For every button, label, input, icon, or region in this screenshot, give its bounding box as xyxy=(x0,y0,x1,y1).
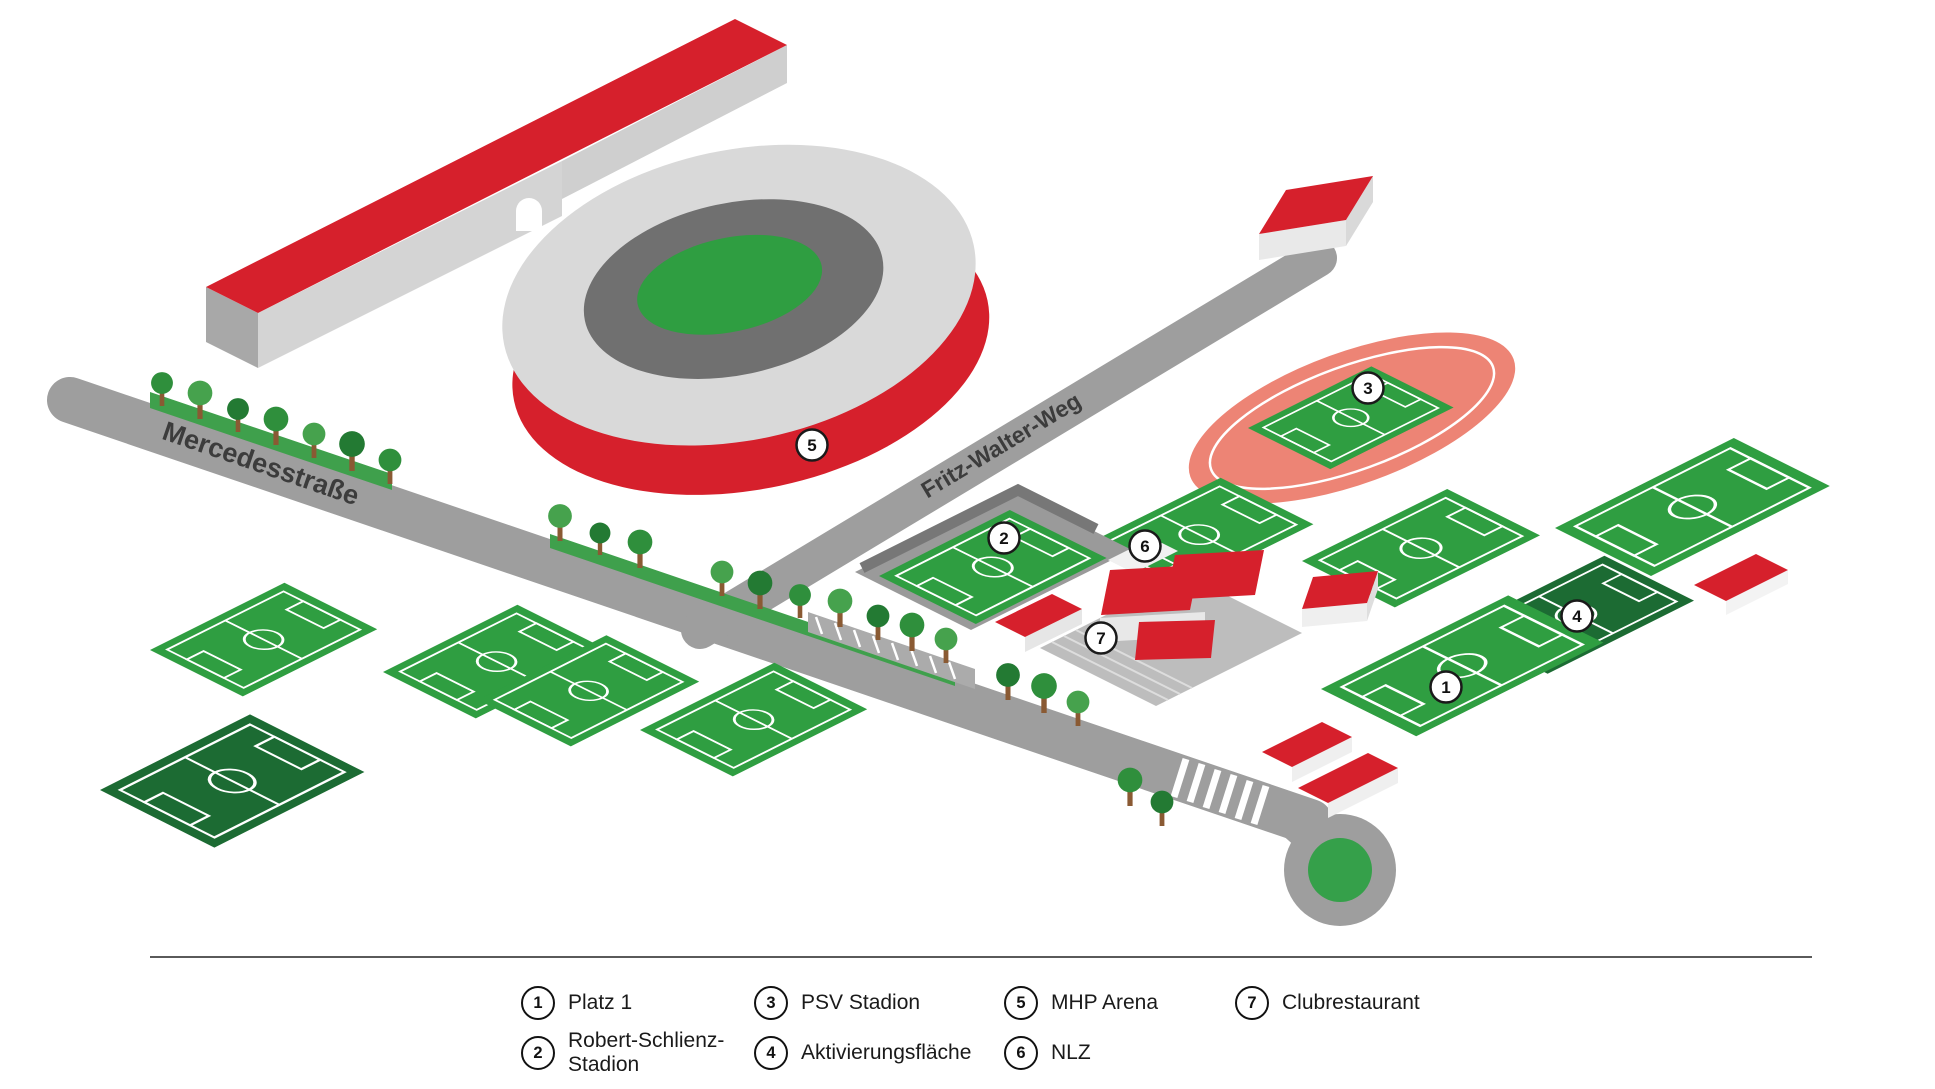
svg-text:3: 3 xyxy=(1363,379,1372,398)
legend-divider xyxy=(150,956,1812,958)
long-building-roof xyxy=(206,19,787,313)
legend-item-clubrestaurant: 7 Clubrestaurant xyxy=(1235,986,1420,1020)
legend-item-psv-stadion: 3 PSV Stadion xyxy=(754,986,920,1020)
legend-badge-4: 4 xyxy=(754,1036,788,1070)
arena-pitch xyxy=(637,234,823,335)
legend-label-7: Clubrestaurant xyxy=(1282,990,1420,1014)
svg-text:4: 4 xyxy=(1572,607,1582,626)
stand-roof xyxy=(859,483,1099,573)
small-building-north xyxy=(1259,176,1373,260)
svg-text:5: 5 xyxy=(807,436,816,455)
archway xyxy=(516,198,542,231)
legend-label-5: MHP Arena xyxy=(1051,990,1158,1014)
map-marker-6: 6 xyxy=(1128,529,1162,563)
small-building-wall xyxy=(1346,176,1373,246)
legend-label-2: Robert-Schlienz-Stadion xyxy=(568,1029,725,1077)
legend-label-4: Aktivierungsfläche xyxy=(801,1040,972,1064)
grass-verge xyxy=(150,392,392,490)
small-building-roof xyxy=(1259,176,1373,234)
building-wall xyxy=(1328,768,1398,818)
building-wall xyxy=(1292,737,1352,782)
road-network xyxy=(47,239,1396,926)
svg-text:7: 7 xyxy=(1096,629,1105,648)
building-roof xyxy=(1298,753,1398,803)
parking-strip xyxy=(808,612,975,689)
building-roof xyxy=(1302,571,1378,609)
legend-item-aktivierungsflaeche: 4 Aktivierungsfläche xyxy=(754,1036,971,1070)
building-roof xyxy=(1262,722,1352,767)
legend-badge-1: 1 xyxy=(521,986,555,1020)
legend-label-6: NLZ xyxy=(1051,1040,1091,1064)
map-marker-3: 3 xyxy=(1351,371,1385,405)
long-building-wall xyxy=(562,45,787,199)
parking-stripes xyxy=(814,616,957,680)
small-building-wall xyxy=(1259,220,1346,260)
long-building-base-wall xyxy=(258,161,562,368)
legend-badge-5: 5 xyxy=(1004,986,1038,1020)
legend-badge-3: 3 xyxy=(754,986,788,1020)
football-pitch xyxy=(1553,436,1832,578)
legend-item-mhp-arena: 5 MHP Arena xyxy=(1004,986,1158,1020)
tree-icon xyxy=(1117,767,1143,806)
svg-text:1: 1 xyxy=(1441,678,1450,697)
legend-badge-2: 2 xyxy=(521,1036,555,1071)
legend-item-nlz: 6 NLZ xyxy=(1004,1036,1091,1070)
mhp-arena xyxy=(502,144,990,495)
map-markers: 1 2 3 4 5 6 7 xyxy=(795,371,1594,704)
legend-item-robert-schlienz-stadion: 2 Robert-Schlienz-Stadion xyxy=(521,1029,740,1077)
building-wall xyxy=(1367,571,1378,621)
map-marker-7: 7 xyxy=(1084,621,1118,655)
football-pitch xyxy=(148,581,379,698)
map-marker-4: 4 xyxy=(1560,599,1594,633)
road-fritz-walter-weg xyxy=(681,239,1337,649)
track-lane-line xyxy=(1208,345,1496,491)
map-marker-2: 2 xyxy=(987,521,1021,555)
robert-schlienz-stadion xyxy=(855,483,1132,630)
building-roof xyxy=(995,594,1082,637)
road-marking-stripes xyxy=(1170,757,1270,826)
legend-label-3: PSV Stadion xyxy=(801,990,921,1014)
pitches xyxy=(98,436,1832,850)
roundabout-green xyxy=(1308,838,1372,902)
legend-badge-7: 7 xyxy=(1235,986,1269,1020)
map-marker-1: 1 xyxy=(1429,670,1463,704)
building-wall xyxy=(1025,609,1082,652)
clubrestaurant-roof xyxy=(1135,620,1215,660)
pitch-side-building-wall xyxy=(1726,570,1788,615)
football-pitch-dark xyxy=(98,712,367,850)
tree-icon xyxy=(1150,790,1174,826)
svg-text:6: 6 xyxy=(1140,537,1149,556)
psv-stadion xyxy=(1188,332,1516,504)
building-wall xyxy=(1302,603,1367,627)
svg-text:2: 2 xyxy=(999,529,1008,548)
road-mercedesstrasse xyxy=(47,377,1333,845)
nlz-roof xyxy=(1166,550,1264,600)
long-building-end-wall xyxy=(206,287,258,368)
pitch-side-building-roof xyxy=(1694,554,1788,601)
tree-icon xyxy=(789,584,811,618)
legend-badge-6: 6 xyxy=(1004,1036,1038,1070)
long-building xyxy=(206,19,787,368)
legend-item-platz-1: 1 Platz 1 xyxy=(521,986,632,1020)
grass-verge xyxy=(550,534,955,686)
map-marker-5: 5 xyxy=(795,428,829,462)
legend-label-1: Platz 1 xyxy=(568,990,633,1014)
